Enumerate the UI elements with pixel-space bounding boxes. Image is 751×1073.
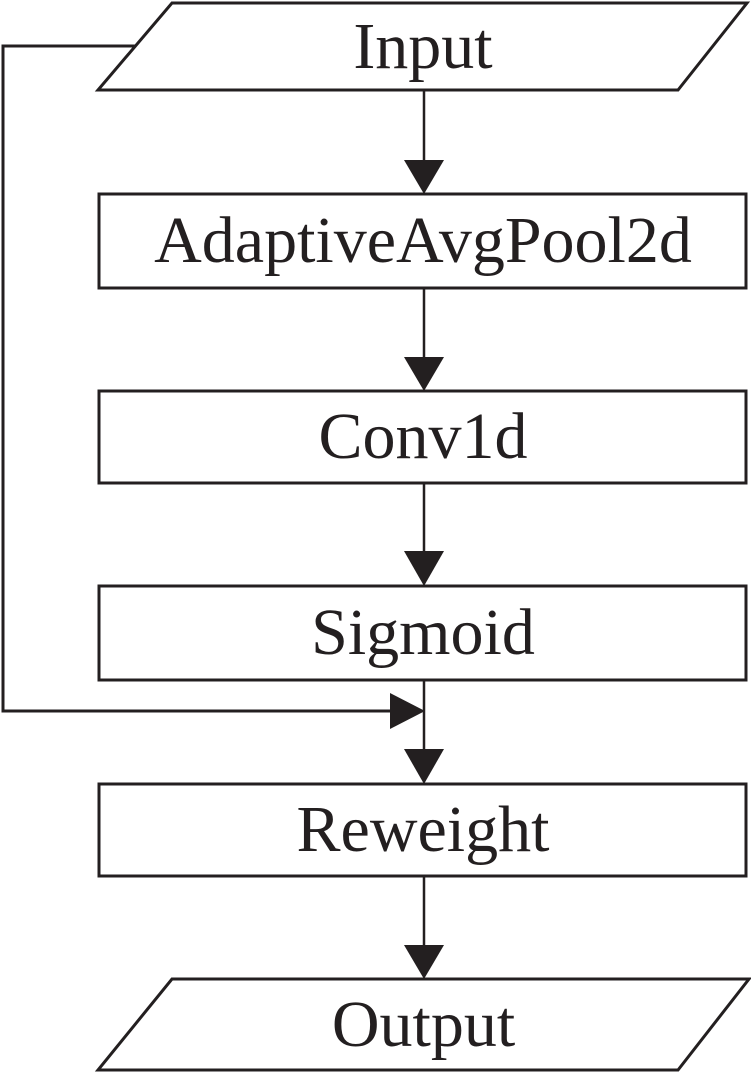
edge-sigmoid-reweight-arrowhead-icon — [404, 749, 444, 784]
node-sigmoid-rect — [97, 584, 748, 682]
skip-connection-arrowhead-icon — [390, 693, 425, 729]
edge-input-pool-arrowhead-icon — [404, 160, 444, 194]
skip-connection-line — [1, 44, 392, 713]
node-reweight-rect — [97, 782, 748, 878]
node-output-parallelogram — [94, 977, 751, 1072]
edge-conv-sigmoid-arrowhead-icon — [404, 551, 444, 586]
node-conv1d-rect — [97, 389, 748, 485]
edge-pool-conv-arrowhead-icon — [404, 357, 444, 391]
edge-reweight-output-arrowhead-icon — [404, 945, 444, 979]
node-input-parallelogram — [94, 1, 751, 92]
node-adaptiveavgpool2d-rect — [97, 192, 748, 290]
